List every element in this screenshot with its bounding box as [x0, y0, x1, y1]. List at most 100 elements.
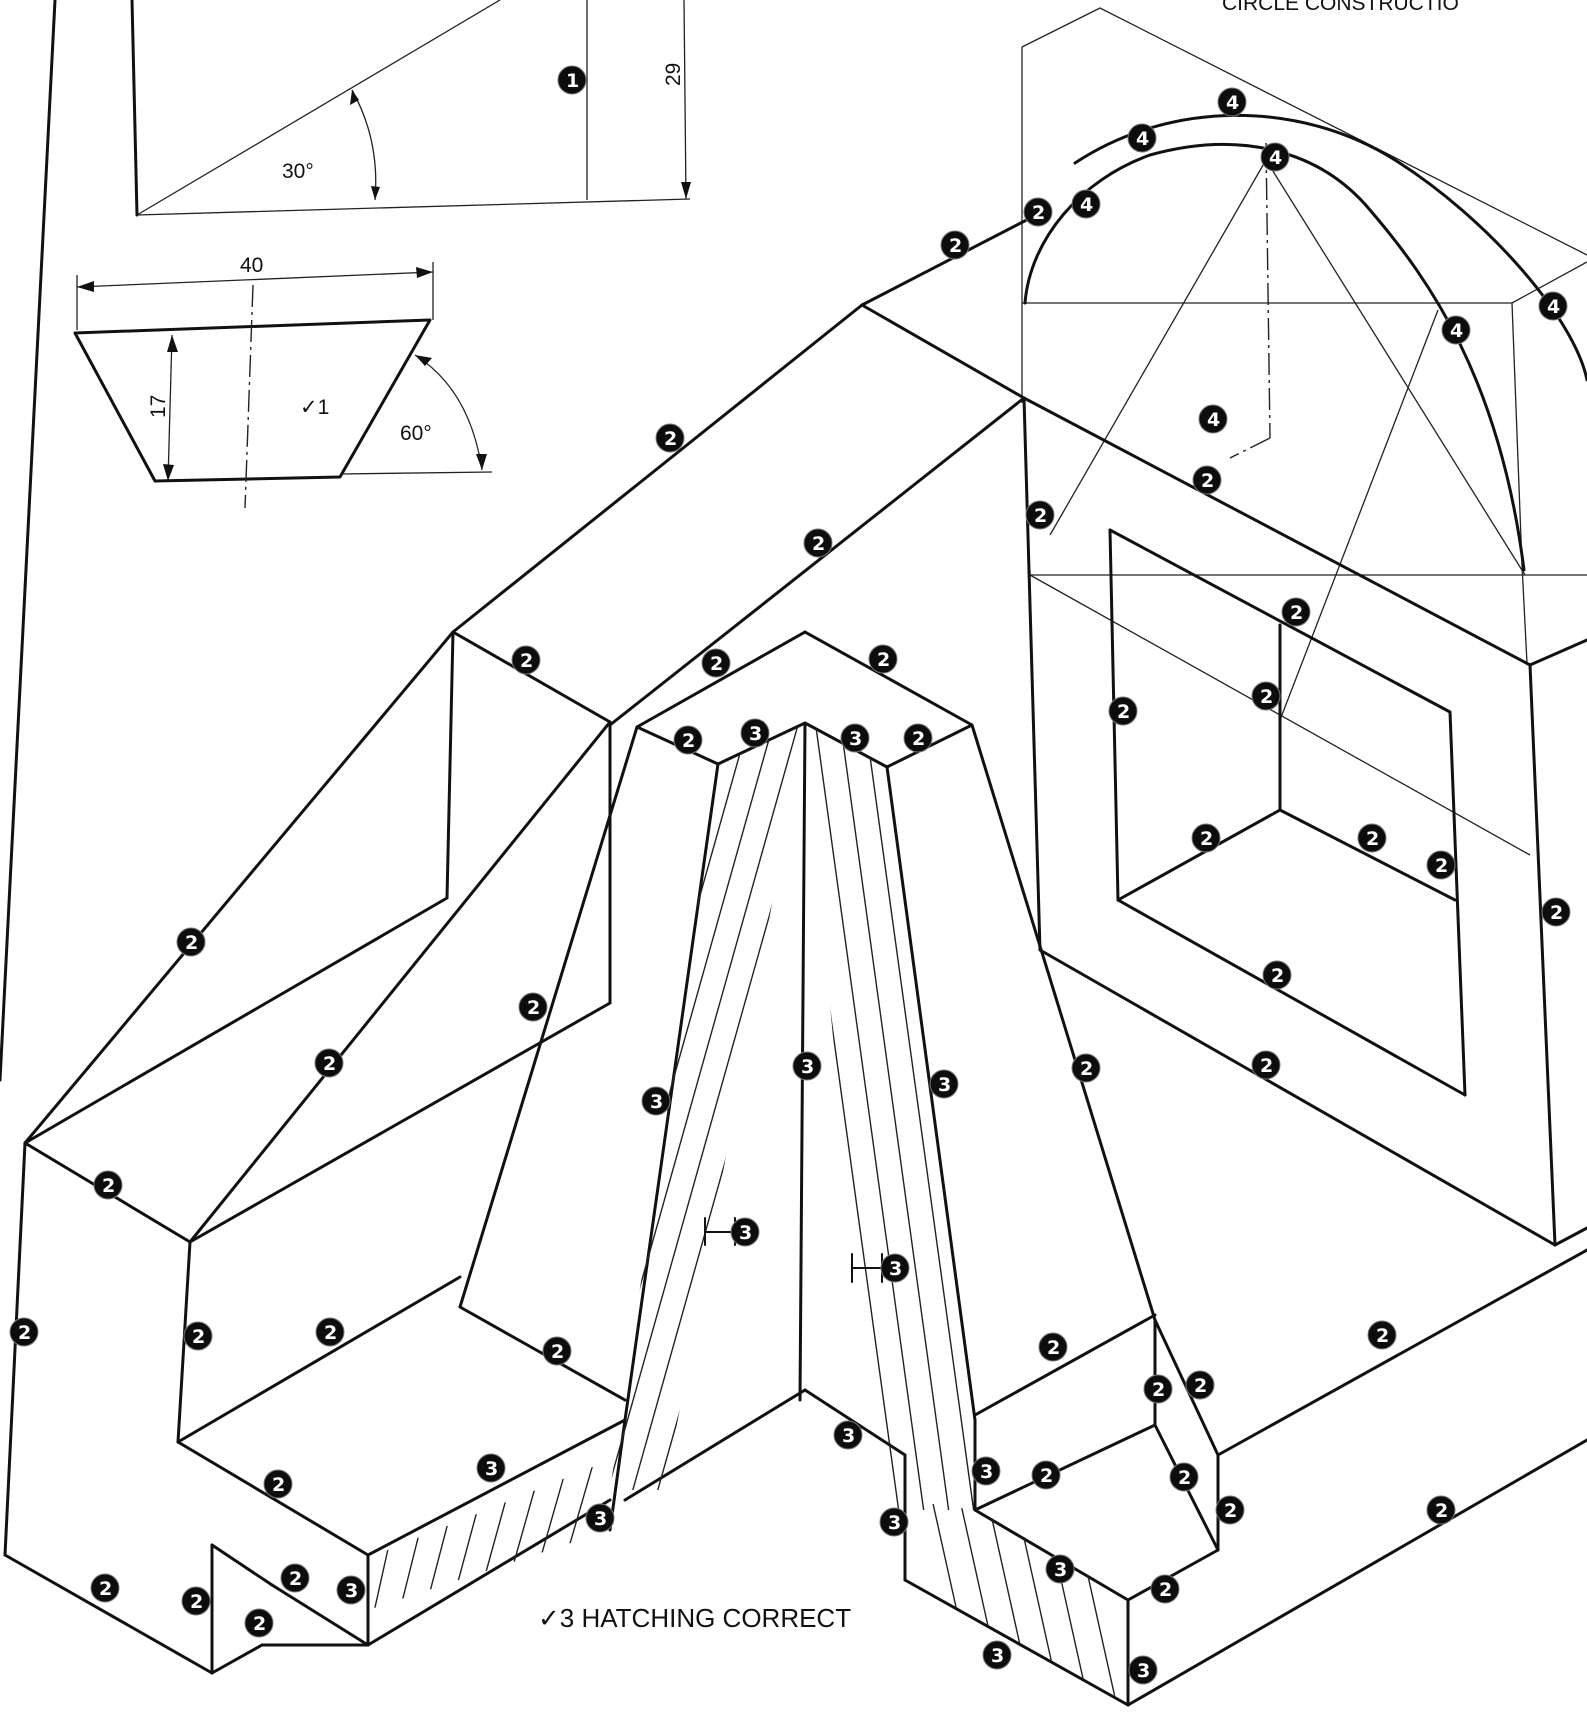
mark-2-marker: 2 [1169, 1462, 1199, 1492]
svg-text:3: 3 [991, 1645, 1004, 1667]
svg-text:3: 3 [801, 1056, 814, 1078]
svg-text:4: 4 [1547, 296, 1560, 318]
svg-text:2: 2 [1260, 1055, 1273, 1077]
svg-text:1: 1 [566, 70, 579, 92]
arch [1023, 113, 1587, 572]
mark-2-marker: 2 [1192, 465, 1222, 495]
header-text: CIRCLE CONSTRUCTIO [1222, 0, 1459, 15]
page-border [0, 0, 57, 1082]
mark-2-marker: 2 [1367, 1320, 1397, 1350]
svg-text:2: 2 [1200, 828, 1213, 850]
mark-4-marker: 4 [1071, 189, 1101, 219]
angle-60-label: 60° [400, 422, 432, 445]
svg-text:2: 2 [664, 428, 677, 450]
mark-3-marker: 3 [585, 1503, 615, 1533]
mark-2-marker: 2 [1262, 960, 1292, 990]
mark-markers: 1 4 4 4 4 4 4 4 2 2 2 2 2 2 2 2 2 2 2 2 … [9, 65, 1571, 1685]
mark-2-marker: 2 [263, 1469, 293, 1499]
mark-2-marker: 2 [1426, 850, 1456, 880]
svg-text:2: 2 [1224, 1500, 1237, 1522]
svg-text:3: 3 [739, 1222, 752, 1244]
svg-text:3: 3 [849, 728, 862, 750]
mark-3-marker: 3 [1128, 1655, 1158, 1685]
height-17-label: 17 [147, 395, 170, 418]
mark-2-marker: 2 [1357, 823, 1387, 853]
mark-2-marker: 2 [1281, 597, 1311, 627]
mark-2-marker: 2 [1426, 1495, 1456, 1525]
mark-2-marker: 2 [655, 423, 685, 453]
mark-2-marker: 2 [1251, 681, 1281, 711]
svg-text:2: 2 [1366, 828, 1379, 850]
svg-text:2: 2 [1047, 1337, 1060, 1359]
mark-2-marker: 2 [315, 1317, 345, 1347]
mark-4-marker: 4 [1198, 404, 1228, 434]
mark-3-marker: 3 [880, 1253, 910, 1283]
mark-4-marker: 4 [1441, 315, 1471, 345]
hatching [369, 723, 1121, 1703]
svg-text:2: 2 [102, 1175, 115, 1197]
svg-text:3: 3 [889, 1258, 902, 1280]
mark-2-marker: 2 [1143, 1374, 1173, 1404]
svg-text:2: 2 [1040, 1465, 1053, 1487]
svg-text:2: 2 [1032, 202, 1045, 224]
mark-3-marker: 3 [641, 1086, 671, 1116]
mark-3-marker: 3 [730, 1217, 760, 1247]
mark-1-marker: 1 [557, 65, 587, 95]
mark-3-marker: 3 [336, 1575, 366, 1605]
mark-2-marker: 2 [9, 1317, 39, 1347]
svg-text:3: 3 [485, 1458, 498, 1480]
mark-3-marker: 3 [840, 723, 870, 753]
svg-text:3: 3 [749, 723, 762, 745]
mark-2-marker: 2 [1023, 197, 1053, 227]
mark-2-marker: 2 [511, 645, 541, 675]
mark-2-marker: 2 [176, 927, 206, 957]
mark-2-marker: 2 [1185, 1370, 1215, 1400]
svg-text:3: 3 [1054, 1559, 1067, 1581]
mark-2-marker: 2 [1108, 696, 1138, 726]
mark-3-marker: 3 [982, 1640, 1012, 1670]
mark-2-marker: 2 [181, 1586, 211, 1616]
svg-text:2: 2 [812, 533, 825, 555]
mark-2-marker: 2 [1191, 823, 1221, 853]
svg-text:2: 2 [253, 1613, 266, 1635]
svg-text:2: 2 [185, 932, 198, 954]
svg-text:2: 2 [1290, 602, 1303, 624]
svg-text:3: 3 [842, 1425, 855, 1447]
width-40-label: 40 [240, 254, 263, 277]
svg-text:4: 4 [1136, 128, 1149, 150]
height-29-label: 29 [662, 63, 685, 86]
mark-2-marker: 2 [1038, 1332, 1068, 1362]
mark-2-marker: 2 [1251, 1050, 1281, 1080]
mark-2-marker: 2 [1031, 1460, 1061, 1490]
svg-text:4: 4 [1207, 409, 1220, 431]
svg-text:3: 3 [888, 1512, 901, 1534]
svg-text:3: 3 [345, 1580, 358, 1602]
mark-3-marker: 3 [879, 1507, 909, 1537]
mark-2-marker: 2 [903, 723, 933, 753]
svg-text:2: 2 [1201, 470, 1214, 492]
mark-4-marker: 4 [1538, 291, 1568, 321]
svg-text:4: 4 [1226, 92, 1239, 114]
svg-text:2: 2 [1159, 1579, 1172, 1601]
svg-text:2: 2 [1550, 902, 1563, 924]
mark-2-marker: 2 [542, 1336, 572, 1366]
mark-3-marker: 3 [971, 1456, 1001, 1486]
mark-2-marker: 2 [1215, 1495, 1245, 1525]
mark-4-marker: 4 [1217, 87, 1247, 117]
mark-3-marker: 3 [476, 1453, 506, 1483]
hatching-note: ✓3 HATCHING CORRECT [538, 1603, 851, 1633]
svg-text:2: 2 [1080, 1058, 1093, 1080]
svg-text:2: 2 [1034, 505, 1047, 527]
svg-text:2: 2 [1271, 965, 1284, 987]
mark-2-marker: 2 [183, 1321, 213, 1351]
outline [3, 211, 1587, 1707]
mark-2-marker: 2 [244, 1608, 274, 1638]
mark-2-marker: 2 [90, 1573, 120, 1603]
svg-text:3: 3 [980, 1461, 993, 1483]
svg-text:3: 3 [650, 1091, 663, 1113]
mark-2-marker: 2 [1071, 1053, 1101, 1083]
mark-4-marker: 4 [1260, 142, 1290, 172]
svg-text:4: 4 [1080, 194, 1093, 216]
svg-text:2: 2 [272, 1474, 285, 1496]
